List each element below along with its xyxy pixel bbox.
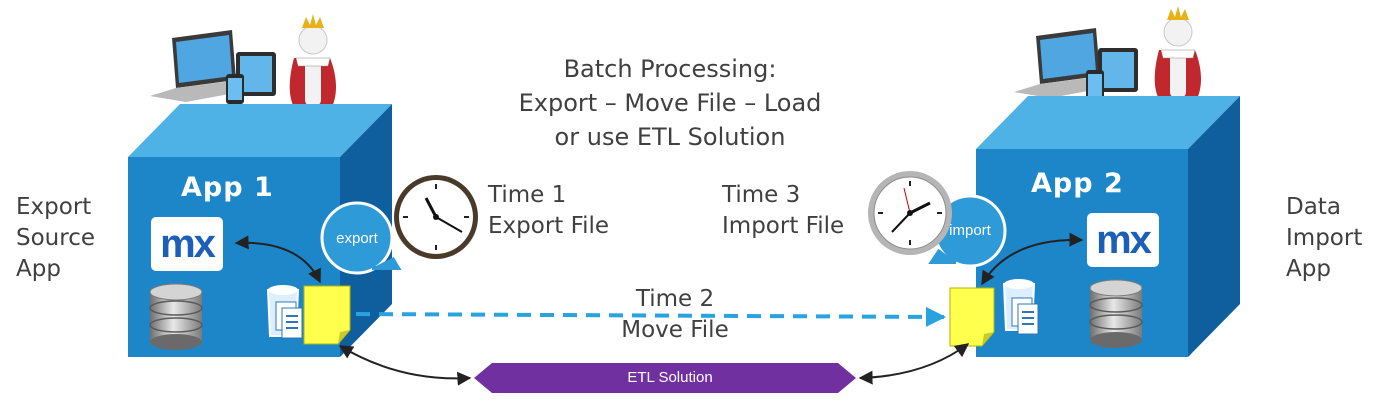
king-figure-icon: [1151, 6, 1203, 107]
time3-label: Time 3 Import File: [722, 180, 844, 242]
time2-desc: Move File: [621, 317, 729, 343]
app1-logo-to-file-arrow: [234, 235, 321, 284]
king-figure-icon: [286, 14, 338, 115]
etl-left-arrow: [338, 345, 472, 386]
right-side-label: Data Import App: [1286, 194, 1363, 282]
app1-mx-logo: mx: [151, 217, 223, 271]
etl-solution-label: ETL Solution: [627, 369, 713, 386]
heading-line-1: Batch Processing:: [563, 55, 777, 83]
left-devices-icon: [150, 14, 338, 115]
time1-desc: Export File: [488, 213, 610, 239]
file-icon: [949, 287, 995, 347]
time1-title: Time 1: [488, 182, 567, 208]
file-icon: [303, 285, 351, 345]
time2-label: Time 2 Move File: [600, 284, 750, 346]
app1-title: App 1: [181, 172, 274, 203]
time1-label: Time 1 Export File: [488, 180, 609, 242]
app2-mx-logo: mx: [1087, 213, 1159, 267]
phone-icon: [226, 74, 244, 104]
phone-icon: [1086, 70, 1104, 100]
tablet-icon: [236, 52, 276, 96]
time3-title: Time 3: [722, 182, 801, 208]
heading-line-3: or use ETL Solution: [554, 123, 786, 151]
time3-desc: Import File: [722, 213, 845, 239]
app2-title: App 2: [1031, 168, 1124, 199]
clock-icon: [868, 171, 952, 255]
documents-icon: [266, 285, 303, 339]
documents-icon: [1002, 279, 1039, 335]
tablet-icon: [1098, 48, 1138, 92]
etl-right-arrow: [858, 343, 970, 385]
export-bubble-label: export: [336, 230, 378, 247]
export-bubble: [320, 201, 402, 275]
clock-icon: [394, 175, 478, 259]
database-icon: [1089, 279, 1143, 348]
time2-title: Time 2: [635, 286, 715, 312]
database-icon: [149, 283, 203, 350]
app2-file-to-logo-arrow: [981, 232, 1084, 286]
diagram-heading: Batch Processing: Export – Move File – L…: [430, 52, 910, 154]
right-devices-icon: [1014, 6, 1203, 107]
left-side-label: Export Source App: [16, 194, 95, 282]
etl-solution-shape: [474, 363, 856, 393]
move-file-dashed-arrow: [355, 306, 946, 327]
import-bubble-label: import: [949, 222, 991, 239]
laptop-icon: [1014, 28, 1126, 98]
heading-line-2: Export – Move File – Load: [518, 89, 822, 117]
